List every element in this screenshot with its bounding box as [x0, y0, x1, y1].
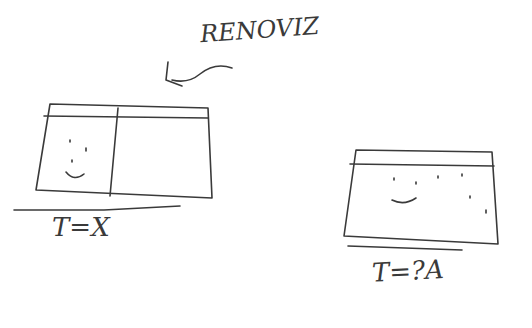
handwritten-label: T=?A	[371, 256, 444, 286]
arrow-stroke	[172, 66, 232, 81]
face-dots	[70, 140, 86, 162]
single-panel	[344, 150, 498, 244]
split-panel	[36, 104, 212, 198]
ground-line	[348, 246, 462, 250]
arrow-head	[166, 62, 182, 86]
panel-divider	[110, 108, 118, 196]
panel-top-line	[44, 116, 208, 118]
face-smile	[66, 172, 84, 178]
face-mouth	[392, 198, 416, 203]
handwritten-label: RENOVIZ	[199, 14, 320, 46]
ground-line	[14, 206, 180, 210]
face-dots	[394, 174, 462, 184]
handwritten-label: T=X	[52, 214, 110, 240]
panel-top-line	[350, 164, 494, 166]
face-dots	[470, 196, 486, 213]
